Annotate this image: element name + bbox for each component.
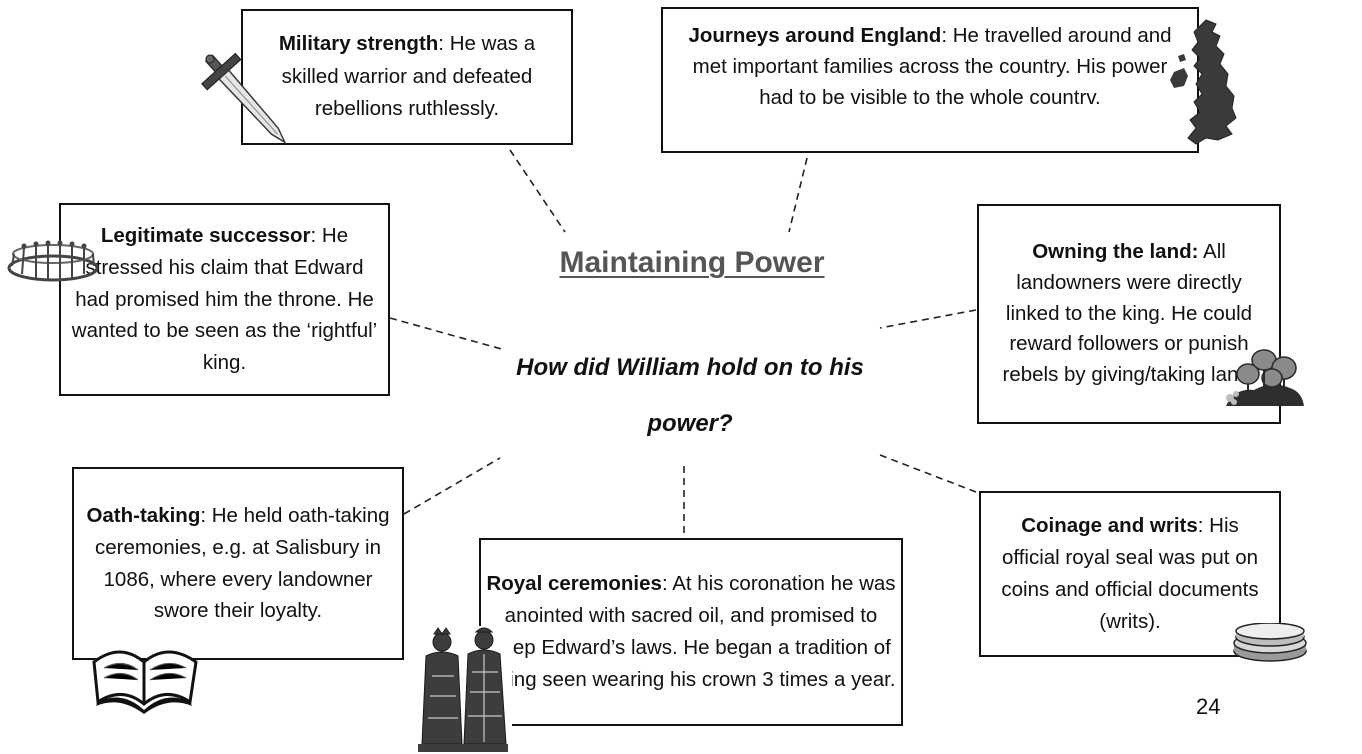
coinage-writs-box: Coinage and writs: His official royal se… bbox=[979, 491, 1281, 657]
page-title: Maintaining Power bbox=[540, 246, 844, 280]
royal-ceremonies-text: : At his coronation he was anointed with… bbox=[486, 572, 896, 691]
royal-ceremonies-box: Royal ceremonies: At his coronation he w… bbox=[479, 538, 903, 726]
royal-figures-icon bbox=[414, 626, 512, 754]
connector-owning bbox=[879, 309, 977, 329]
owning-land-box: Owning the land: All landowners were dir… bbox=[977, 204, 1281, 424]
crown-icon bbox=[7, 240, 99, 282]
connector-coinage bbox=[879, 454, 977, 493]
connector-legitimate bbox=[389, 317, 506, 351]
central-question: How did William hold on to his power? bbox=[516, 354, 864, 438]
military-strength-heading: Military strength bbox=[278, 31, 439, 55]
legitimate-successor-box: Legitimate successor: He stressed his cl… bbox=[59, 203, 390, 396]
coins-icon bbox=[1233, 623, 1307, 662]
military-strength-box: Military strength: He was a skilled warr… bbox=[241, 9, 573, 145]
connector-journeys bbox=[788, 157, 808, 233]
legitimate-successor-heading: Legitimate successor bbox=[100, 224, 311, 248]
oath-taking-heading: Oath-taking bbox=[86, 503, 201, 527]
owning-land-heading: Owning the land: bbox=[1032, 240, 1199, 264]
coinage-writs-text: : His official royal seal was put on coi… bbox=[1001, 514, 1259, 633]
sword-icon bbox=[201, 52, 287, 145]
journeys-box: Journeys around England: He travelled ar… bbox=[661, 7, 1199, 153]
journeys-heading: Journeys around England bbox=[688, 24, 942, 47]
page-number: 24 bbox=[1196, 694, 1221, 719]
page-title-text: Maintaining Power bbox=[559, 246, 825, 279]
journeys-text: : He travelled around and met important … bbox=[692, 24, 1172, 109]
owning-land-text: All landowners were directly linked to t… bbox=[1002, 240, 1256, 387]
land-icon bbox=[1226, 349, 1304, 406]
oath-taking-box: Oath-taking: He held oath-taking ceremon… bbox=[72, 467, 404, 660]
uk-map-icon bbox=[1170, 19, 1237, 145]
military-strength-text: : He was a skilled warrior and defeated … bbox=[281, 31, 536, 121]
connector-oath bbox=[403, 457, 501, 515]
book-icon bbox=[92, 650, 198, 714]
legitimate-successor-text: : He stressed his claim that Edward had … bbox=[71, 224, 378, 375]
coinage-writs-heading: Coinage and writs bbox=[1021, 514, 1198, 538]
royal-ceremonies-heading: Royal ceremonies bbox=[486, 572, 662, 596]
oath-taking-text: : He held oath-taking ceremonies, e.g. a… bbox=[95, 503, 390, 623]
connector-military bbox=[509, 149, 566, 233]
